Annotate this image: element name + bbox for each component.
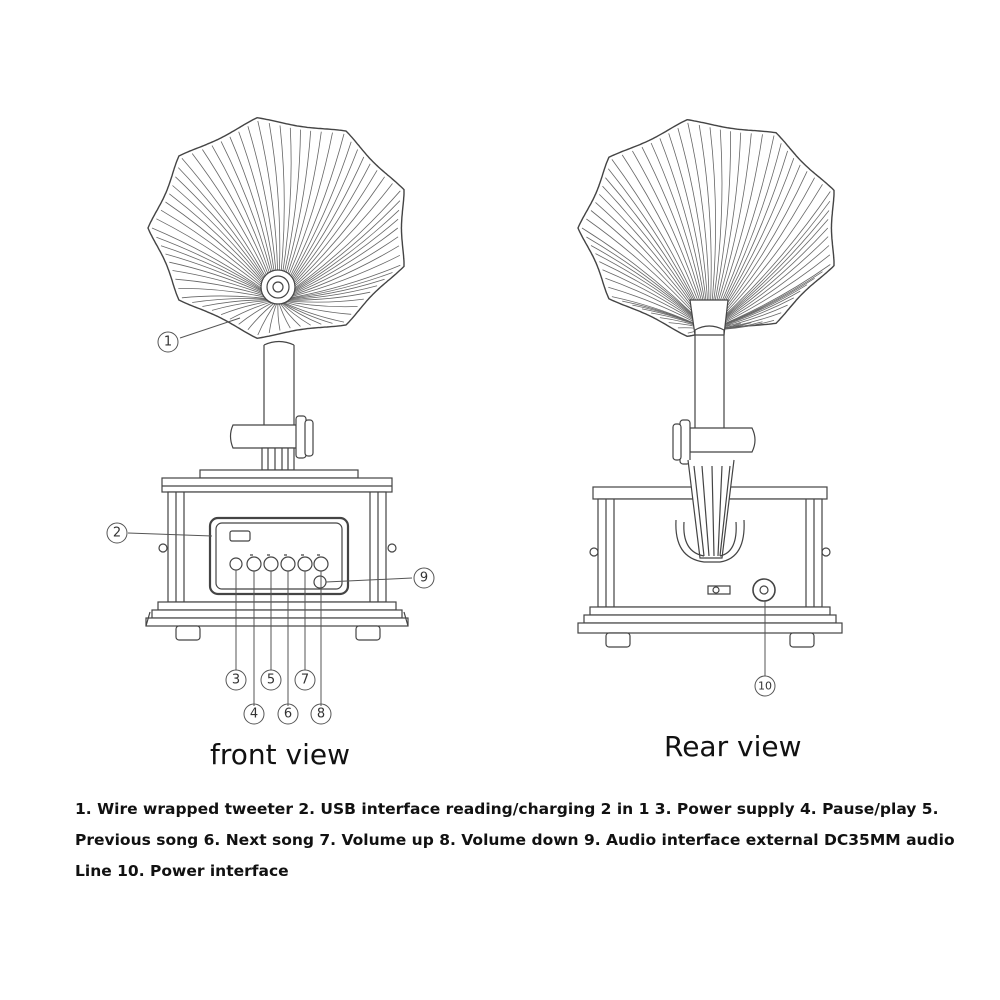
callout-5: 5 [267, 673, 275, 688]
rear-view-title: Rear view [664, 730, 802, 763]
callout-4: 4 [250, 707, 258, 722]
callout-7: 7 [301, 673, 309, 688]
callout-9: 9 [420, 571, 428, 586]
callout-3: 3 [232, 673, 240, 688]
front-view-title: front view [210, 738, 350, 771]
callout-6: 6 [284, 707, 292, 722]
callout-10: 10 [758, 680, 772, 693]
parts-legend: 1. Wire wrapped tweeter 2. USB interface… [75, 800, 955, 880]
callout-2: 2 [113, 526, 121, 541]
tweeter [260, 269, 296, 305]
front-horn [147, 116, 405, 340]
rear-horn [577, 118, 835, 338]
callout-1: 1 [164, 335, 172, 350]
callout-8: 8 [317, 707, 325, 722]
rear-callouts [754, 600, 776, 697]
rear-gramophone [577, 118, 843, 648]
front-callouts [106, 317, 435, 725]
front-gramophone [145, 116, 409, 641]
horn-outline [577, 118, 835, 338]
